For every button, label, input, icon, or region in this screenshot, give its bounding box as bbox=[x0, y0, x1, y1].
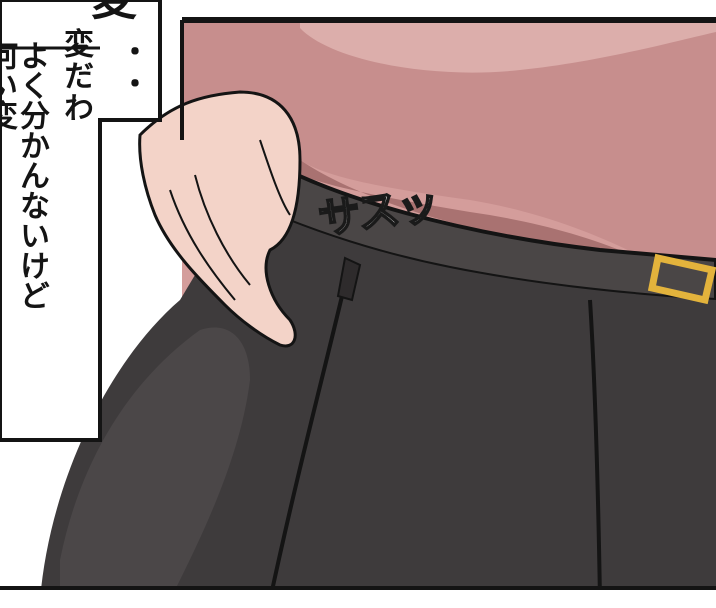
belt-loop bbox=[336, 256, 362, 302]
pants-highlight bbox=[60, 327, 250, 600]
bubble-line-3: 何い変 bbox=[0, 40, 17, 130]
shirt-highlight bbox=[300, 20, 716, 73]
bubble-line-2: よく分かんないけど bbox=[14, 40, 49, 310]
bubble-top-character: 変 bbox=[84, 0, 138, 20]
waistband bbox=[237, 146, 716, 303]
hand bbox=[138, 90, 302, 348]
shirt bbox=[182, 20, 716, 300]
bubble-dots: ・・ bbox=[114, 36, 149, 100]
bubble-line-1: 変だわ bbox=[58, 28, 93, 124]
finger-line-2 bbox=[169, 189, 236, 301]
belt-buckle bbox=[647, 253, 716, 305]
pants-pleat-2 bbox=[588, 299, 602, 601]
finger-line-3 bbox=[259, 139, 291, 216]
finger-line-1 bbox=[194, 174, 251, 286]
shirt-shadow bbox=[300, 160, 716, 300]
speech-bubble bbox=[0, 0, 162, 442]
bottom-gutter bbox=[0, 588, 716, 608]
